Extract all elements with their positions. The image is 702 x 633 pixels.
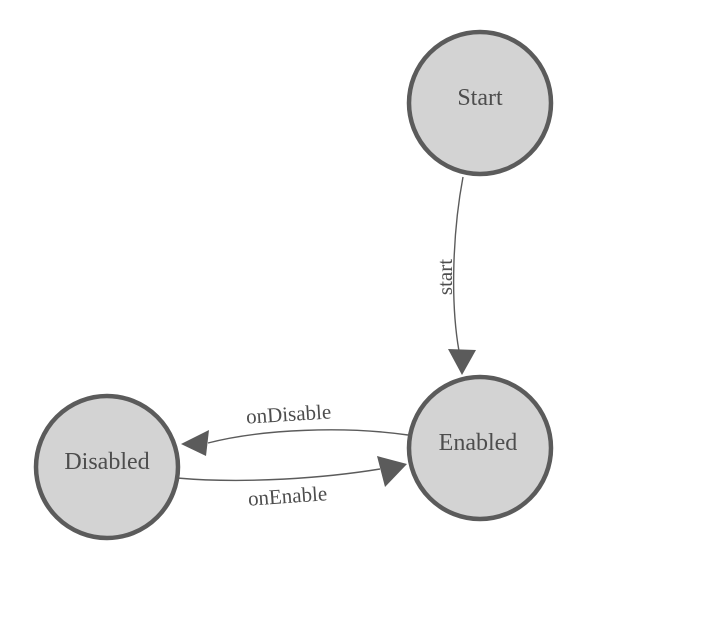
state-node-start-label: Start xyxy=(457,85,503,111)
state-node-enabled-circle xyxy=(406,374,554,522)
arrowhead-enabled-to-disabled-icon xyxy=(181,430,209,456)
edge-label-onenable: onEnable xyxy=(247,481,328,510)
state-node-enabled-label: Enabled xyxy=(439,430,518,456)
state-node-enabled: Enabled xyxy=(406,374,554,522)
state-node-disabled-circle xyxy=(33,393,181,541)
edge-label-ondisable: onDisable xyxy=(245,399,331,428)
arrowhead-disabled-to-enabled-icon xyxy=(377,456,407,487)
transition-start-to-enabled xyxy=(452,176,464,352)
edge-label-start: start xyxy=(433,259,457,295)
state-node-start: Start xyxy=(406,29,554,177)
state-node-start-circle xyxy=(406,29,554,177)
transition-enabled-to-disabled xyxy=(207,429,409,444)
state-node-disabled-label: Disabled xyxy=(64,449,149,475)
arrowhead-start-to-enabled-icon xyxy=(448,349,476,375)
transition-disabled-to-enabled xyxy=(176,468,381,482)
state-node-disabled: Disabled xyxy=(33,393,181,541)
